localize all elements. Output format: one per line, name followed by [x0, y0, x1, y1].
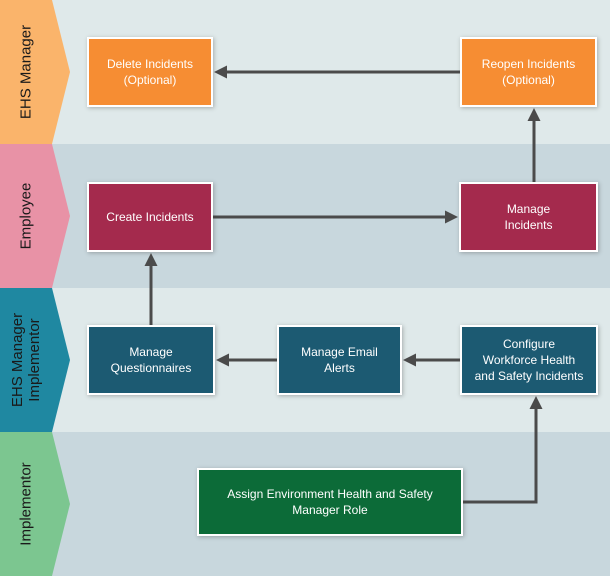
- node-manage-questionnaires: Manage Questionnaires: [87, 325, 215, 395]
- node-configure-whs-incidents: Configure Workforce Health and Safety In…: [460, 325, 598, 395]
- lane-marker-ehs-manager-implementor: EHS Manager Implementor: [0, 288, 70, 432]
- node-label: Create Incidents: [106, 209, 194, 224]
- lane-label-ehs-manager: EHS Manager: [17, 24, 35, 120]
- node-manage-email-alerts: Manage Email Alerts: [277, 325, 402, 395]
- node-label: Configure Workforce Health and Safety In…: [474, 336, 584, 384]
- lane-label-implementor: Implementor: [17, 462, 35, 546]
- lane-label-employee: Employee: [17, 182, 35, 250]
- node-assign-ehs-manager-role: Assign Environment Health and Safety Man…: [197, 468, 463, 536]
- node-label: Manage Questionnaires: [110, 344, 192, 375]
- node-delete-incidents: Delete Incidents (Optional): [87, 37, 213, 107]
- node-label: Manage Email Alerts: [301, 344, 378, 375]
- lane-marker-implementor: Implementor: [0, 432, 70, 576]
- node-label: Reopen Incidents (Optional): [481, 56, 576, 87]
- node-create-incidents: Create Incidents: [87, 182, 213, 252]
- node-reopen-incidents: Reopen Incidents (Optional): [460, 37, 597, 107]
- lane-marker-employee: Employee: [0, 144, 70, 288]
- node-label: Assign Environment Health and Safety Man…: [227, 486, 433, 517]
- node-label: Delete Incidents (Optional): [106, 56, 194, 87]
- lane-label-ehs-manager-implementor: EHS Manager Implementor: [8, 312, 43, 408]
- node-label: Manage Incidents: [504, 201, 553, 232]
- lane-marker-ehs-manager: EHS Manager: [0, 0, 70, 144]
- node-manage-incidents: Manage Incidents: [459, 182, 598, 252]
